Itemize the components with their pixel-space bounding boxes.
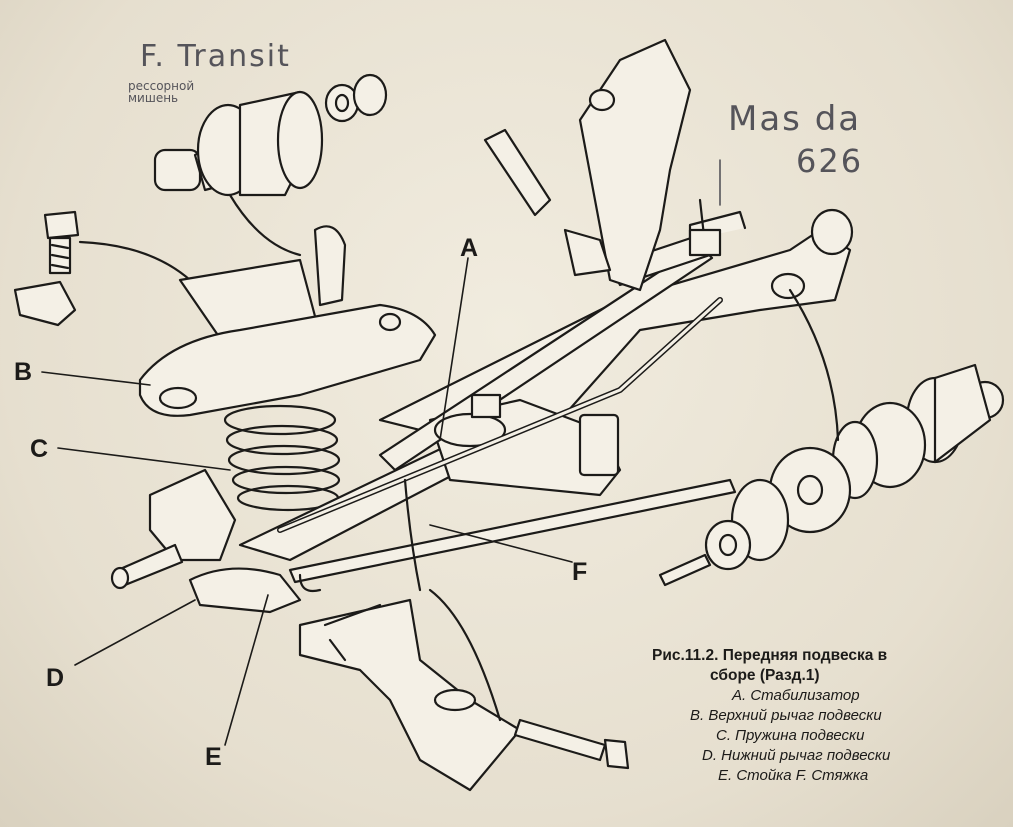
- handwritten-mazda-1: Mas da: [728, 99, 862, 139]
- bolt-wedge-left: [13, 210, 192, 327]
- steering-column: [483, 38, 692, 292]
- bushing-assembly-top: [153, 73, 388, 257]
- inset-detail: [298, 478, 630, 792]
- caption-item: D. Нижний рычаг подвески: [702, 747, 891, 764]
- caption-item: A. Стабилизатор: [732, 687, 860, 704]
- handwritten-mazda-2: 626: [796, 142, 864, 180]
- label-d: D: [46, 664, 65, 692]
- label-a: A: [460, 234, 479, 262]
- handwritten-ford: F. Transit: [140, 39, 291, 74]
- caption-title-line2: сборе (Разд.1): [710, 667, 820, 684]
- steering-knuckle: [110, 468, 237, 590]
- caption-item: B. Верхний рычаг подвески: [690, 707, 882, 724]
- handwritten-ford-sub: рессорной мишень: [128, 79, 195, 105]
- leader-lines: [41, 159, 721, 746]
- coil-spring: [223, 404, 341, 512]
- caption-item: C. Пружина подвески: [716, 727, 865, 744]
- label-f: F: [572, 558, 588, 586]
- label-c: C: [30, 435, 49, 463]
- caption-item: E. Стойка F. Стяжка: [718, 767, 869, 784]
- steering-rack: [378, 198, 747, 472]
- bushing-stack-right: [658, 288, 1005, 587]
- upper-control-arm: [138, 225, 437, 417]
- label-e: E: [205, 743, 222, 771]
- tension-rod: [288, 478, 737, 593]
- figure-caption: Рис.11.2. Передняя подвеска в сборе (Раз…: [632, 646, 992, 786]
- label-b: B: [14, 358, 33, 386]
- caption-title-line1: Рис.11.2. Передняя подвеска в: [652, 647, 888, 664]
